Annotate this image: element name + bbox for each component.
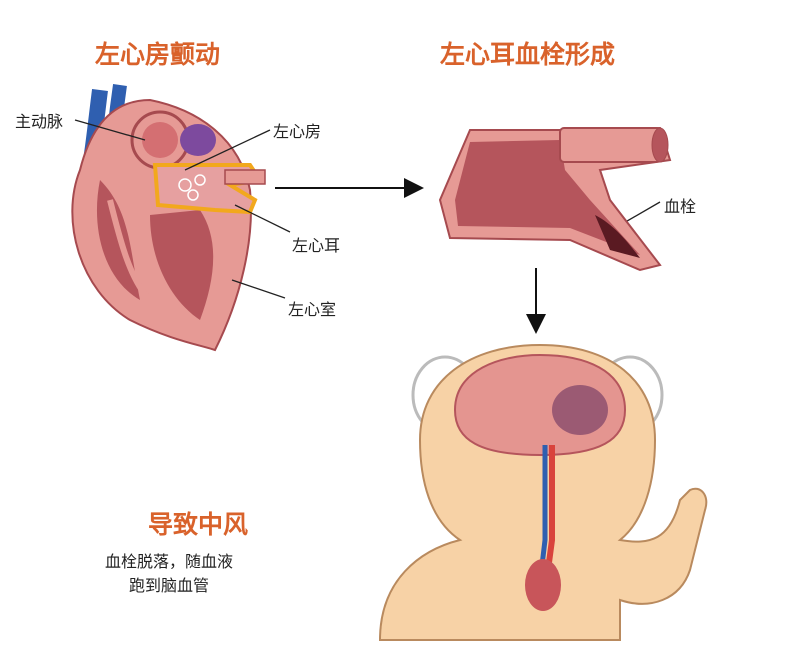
appendage-illustration	[438, 126, 672, 272]
stroke-description: 血栓脱落，随血液 跑到脑血管	[105, 550, 233, 598]
label-aorta: 主动脉	[15, 112, 64, 131]
label-left-ventricle: 左心室	[288, 300, 337, 319]
label-thrombus: 血栓	[664, 197, 697, 216]
label-left-atrial-appendage: 左心耳	[292, 236, 341, 255]
description-line-1: 血栓脱落，随血液	[105, 552, 234, 571]
appendage-panel-title: 左心耳血栓形成	[440, 40, 616, 69]
person-illustration	[378, 343, 708, 641]
heart-illustration	[71, 84, 266, 352]
stroke-panel-title: 导致中风	[148, 510, 249, 539]
description-line-2: 跑到脑血管	[129, 576, 210, 595]
heart-panel-title: 左心房颤动	[95, 40, 221, 69]
label-left-atrium: 左心房	[273, 122, 322, 141]
